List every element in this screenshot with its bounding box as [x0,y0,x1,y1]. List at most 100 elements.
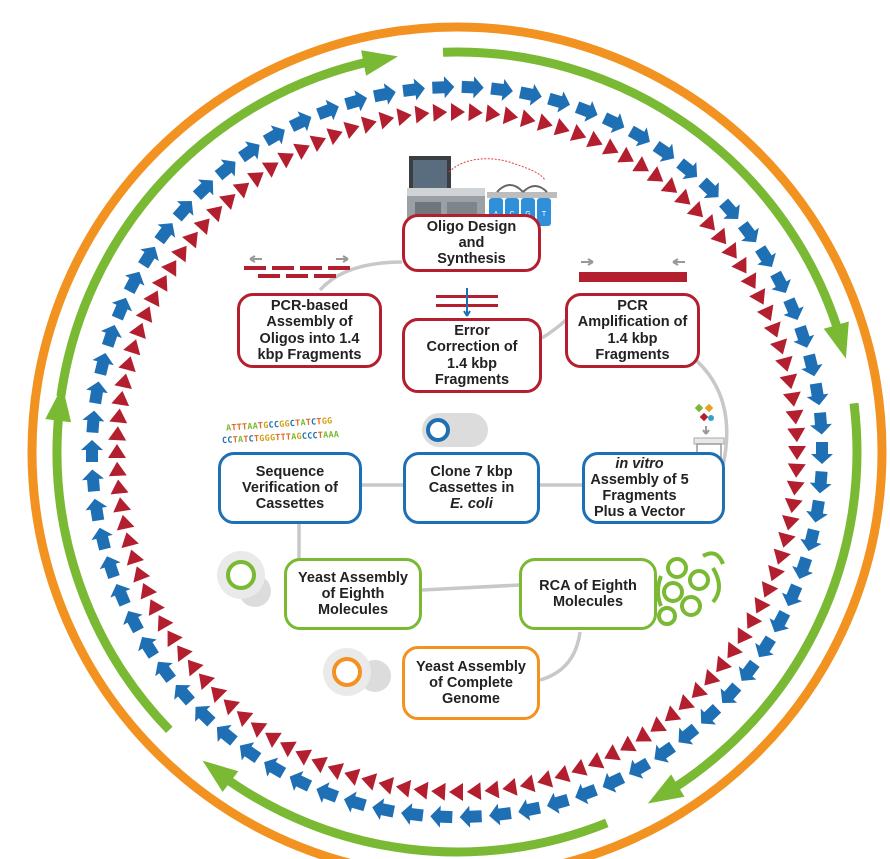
clone-cassettes-line3: E. coli [450,496,493,513]
blue-arrow [755,245,776,268]
red-arrow [157,615,174,632]
blue-arrow [547,91,571,113]
red-arrow [468,103,483,122]
blue-arrow [629,757,652,779]
green-arrowhead [647,774,685,804]
red-arrow [769,338,788,355]
red-arrow [167,630,183,648]
blue-arrow [316,782,340,803]
red-arrow [721,242,737,259]
blue-arrow [264,757,287,779]
red-arrow [787,427,806,443]
red-arrow [650,716,667,732]
clone-cassettes-line1: Clone 7 kbp [430,463,513,480]
red-arrow [617,146,634,163]
blue-arrow [192,179,214,201]
blue-arrow [91,527,113,551]
clone-cassettes-line2: Cassettes in [428,479,515,496]
step-rca-eighth: RCA of Eighth Molecules [519,558,657,630]
red-arrow [378,777,395,795]
blue-arrow [801,353,823,377]
blue-arrow [289,771,313,792]
red-arrow [660,177,678,193]
red-arrow [698,214,716,231]
red-arrow [601,138,619,155]
blue-arrow [793,325,815,348]
red-arrow [604,744,621,761]
blue-arrow [769,609,791,633]
red-arrow [620,735,637,752]
blue-arrow [92,352,114,376]
blue-arrow [676,158,698,180]
red-arrow [129,322,146,340]
ring-green [45,47,862,857]
blue-arrow [401,803,424,825]
red-arrow [223,699,240,716]
blue-arrow [700,703,722,725]
red-arrow [553,118,570,136]
red-arrow [326,128,343,146]
red-arrow [686,200,704,218]
red-arrow [761,581,779,598]
red-arrow [773,548,791,565]
red-arrow [343,121,360,140]
red-arrow [265,732,282,748]
red-arrow [664,705,682,722]
red-arrow [737,627,753,644]
clone-cassettes-label: Clone 7 kbp Cassettes in E. coli [429,464,514,513]
yeast-cell-icon-green [217,551,271,607]
red-arrow [110,479,129,495]
red-arrow [151,275,168,292]
blue-arrow [288,111,312,132]
pcr-assembly-label: PCR-based Assembly of Oligos into 1.4 kb… [257,298,362,363]
blue-arrow [262,125,285,147]
green-arc-segment [666,402,862,796]
red-arrow [569,124,587,141]
blue-arrow [214,159,236,181]
blue-arrow [344,90,368,112]
red-arrow [537,770,554,788]
red-arrow [785,409,804,425]
blue-arrow [678,723,700,745]
red-arrow [327,763,345,780]
red-arrow [484,780,500,799]
ring-red [108,103,806,801]
red-arrow [502,106,519,125]
red-arrow [198,673,216,690]
red-arrow [193,218,210,235]
red-arrow [236,711,254,727]
blue-arrow [738,659,760,681]
yeast-eighth-label: Yeast Assembly of Eighth Molecules [298,569,408,619]
blue-arrow [123,610,144,634]
red-arrow [519,774,536,793]
red-arrow [344,768,361,786]
red-arrow [171,245,187,263]
blue-arrow [719,198,740,219]
red-arrow [250,722,268,738]
green-arc-segment [442,47,844,337]
red-arrow [775,355,793,372]
red-arrow [311,756,328,774]
step-pcr-amplification: PCR Amplification of 1.4 kbp Fragments [565,293,700,368]
red-arrow [108,444,126,458]
pcr-amplification-label: PCR Amplification of 1.4 kbp Fragments [577,298,688,363]
error-correction-icon [436,288,498,317]
blue-arrow [720,682,742,703]
blue-arrow [737,221,759,243]
blue-arrow [809,470,832,494]
blue-arrow [86,381,108,405]
red-arrow [121,532,139,549]
red-arrow [716,655,732,673]
step-yeast-eighth: Yeast Assembly of Eighth Molecules [284,558,422,630]
green-arrowhead [202,760,239,792]
red-arrow [413,781,429,800]
ecoli-cell-icon [422,413,488,447]
red-arrow [778,531,796,548]
blue-arrow [195,705,216,727]
blue-arrow [110,584,131,607]
green-arrowhead [361,50,398,76]
red-arrow [361,773,378,791]
sequence-verification-label: Sequence Verification of Cassettes [242,463,338,513]
red-arrow [782,391,801,407]
